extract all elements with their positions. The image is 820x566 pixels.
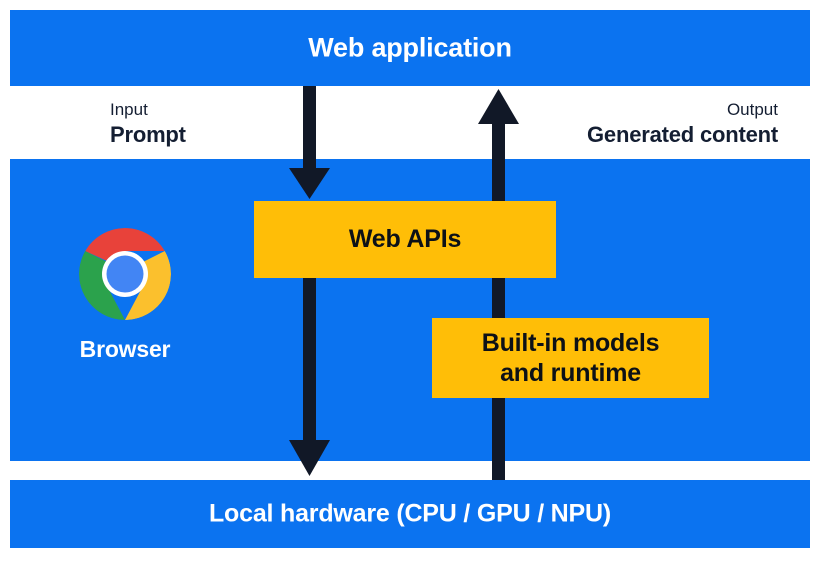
web-application-band: Web application <box>10 10 810 86</box>
input-value-label: Prompt <box>110 121 186 147</box>
builtin-models-box: Built-in models and runtime <box>432 318 709 398</box>
output-label-group: Output Generated content <box>587 99 778 149</box>
builtin-models-label-line1: Built-in models <box>481 328 660 357</box>
builtin-models-label-line2: and runtime <box>500 359 641 387</box>
browser-group: Browser <box>63 226 187 363</box>
local-hardware-label: Local hardware (CPU / GPU / NPU) <box>208 499 611 528</box>
output-kind-label: Output <box>726 100 778 119</box>
input-kind-label: Input <box>110 100 148 119</box>
builtin-models-label: Built-in models and runtime <box>482 328 660 389</box>
input-label-group: Input Prompt <box>110 99 186 149</box>
web-application-label: Web application <box>308 32 512 63</box>
browser-caption: Browser <box>79 336 171 362</box>
local-hardware-band: Local hardware (CPU / GPU / NPU) <box>10 480 810 548</box>
output-value-label: Generated content <box>587 121 778 147</box>
chrome-logo <box>79 228 171 320</box>
web-apis-label: Web APIs <box>348 225 462 253</box>
web-apis-box: Web APIs <box>254 201 556 278</box>
